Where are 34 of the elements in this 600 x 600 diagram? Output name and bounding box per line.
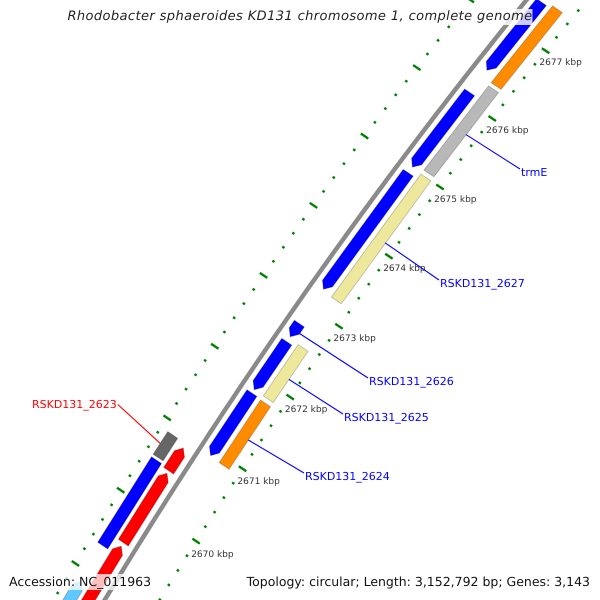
gene-label: RSKD131_2626 (369, 375, 454, 388)
tick-label: 2670 kbp (191, 550, 234, 561)
gene-feature-bar (262, 344, 309, 404)
footer-text: Topology: circular; Length: 3,152,792 bp; Genes: 3,143 (246, 574, 590, 590)
gene-label: RSKD131_2623 (32, 398, 117, 411)
footer-text: Accession: NC_011963 (9, 574, 152, 590)
leader-line (117, 404, 161, 444)
tick-label: 2671 kbp (237, 477, 280, 488)
tick-label: 2674 kbp (383, 264, 426, 276)
gene-feature-bar (152, 430, 178, 462)
tick-label: 2672 kbp (284, 405, 328, 416)
leader-line (248, 440, 304, 474)
gene-feature-bar (163, 447, 185, 475)
leader-line (466, 134, 520, 170)
gene-feature-bar (411, 88, 476, 168)
gene-label: trmE (521, 166, 548, 179)
tick-label: 2675 kbp (434, 194, 476, 206)
gene-label: RSKD131_2625 (344, 411, 429, 424)
gene-feature-bar (208, 389, 258, 456)
leader-line (384, 242, 440, 280)
gene-label: RSKD131_2624 (305, 470, 390, 483)
tick-label: 2676 kbp (486, 126, 528, 138)
diagram-title: Rhodobacter sphaeroides KD131 chromosome 1, complete genome (67, 9, 533, 25)
gene-feature-bar (97, 456, 162, 550)
tick-label: 2677 kbp (539, 58, 582, 70)
gene-feature-bar (252, 338, 292, 390)
leader-line (288, 378, 344, 414)
gene-feature-bar (218, 399, 272, 470)
gene-feature-bar (118, 472, 169, 547)
gene-label: RSKD131_2627 (440, 277, 525, 290)
gene-feature-bar (330, 174, 432, 304)
gene-feature-bar (288, 320, 305, 338)
tick-label: 2673 kbp (333, 334, 376, 346)
leader-line (299, 333, 368, 378)
